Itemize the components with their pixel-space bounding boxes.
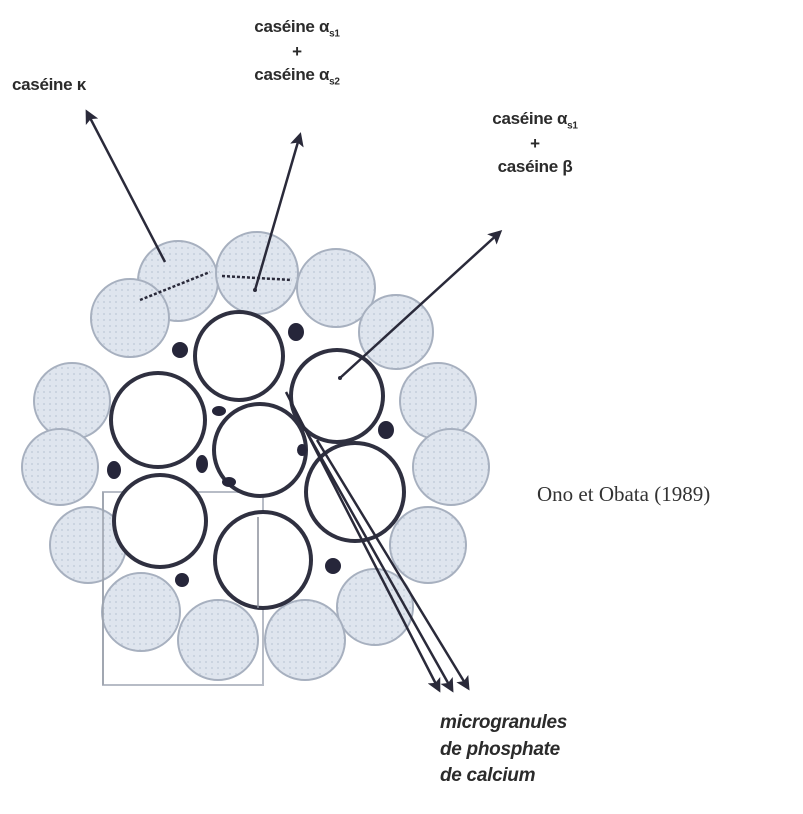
label-casein-kappa: caséine κ bbox=[12, 74, 86, 97]
label-microgranules: microgranules de phosphate de calcium bbox=[440, 710, 567, 790]
label-casein-as1-beta: caséine αs1 + caséine β bbox=[470, 108, 600, 179]
arrow-kappa bbox=[87, 112, 165, 262]
label-casein-as1-as2: caséine αs1 + caséine αs2 bbox=[232, 16, 362, 89]
citation: Ono et Obata (1989) bbox=[537, 482, 710, 507]
